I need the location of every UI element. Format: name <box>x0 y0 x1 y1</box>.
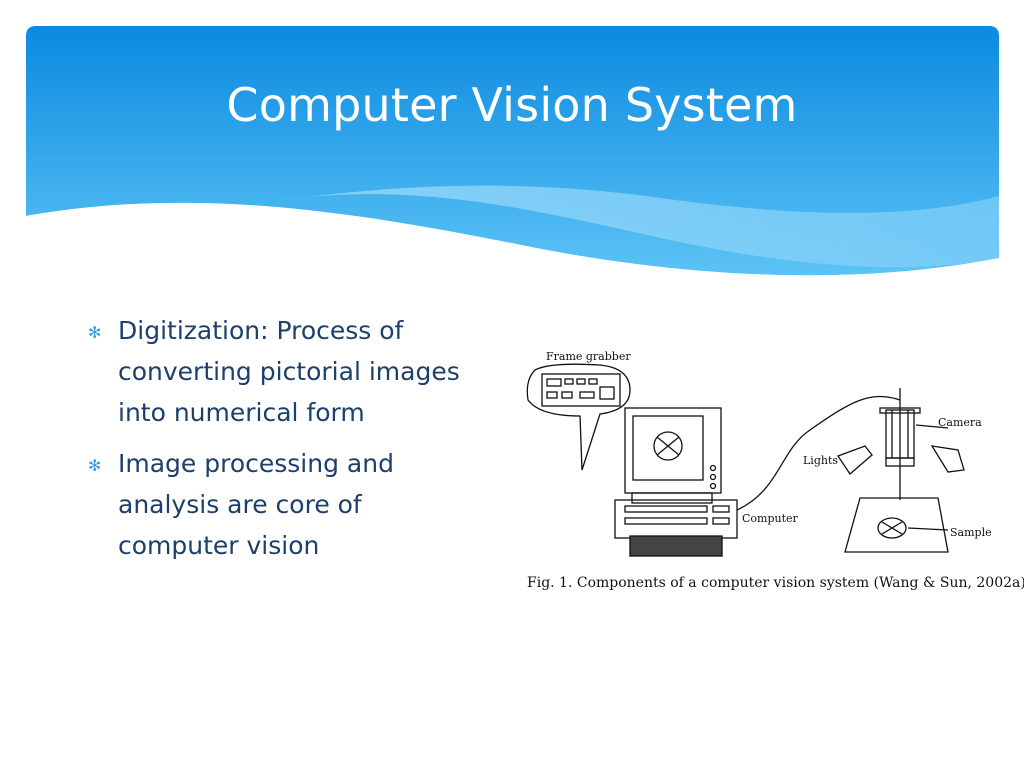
sample-platform <box>844 497 949 553</box>
bullet-item: ✻ Digitization: Process of converting pi… <box>88 310 478 433</box>
computer-vision-figure: Frame grabber Camera Lights Computer Sam… <box>520 340 1000 610</box>
header-banner: Computer Vision System <box>26 26 999 288</box>
label-lights: Lights <box>803 454 838 467</box>
bullet-item: ✻ Image processing and analysis are core… <box>88 443 478 566</box>
camera-cable <box>736 395 901 511</box>
label-computer: Computer <box>742 512 799 525</box>
bullet-list: ✻ Digitization: Process of converting pi… <box>88 310 478 576</box>
label-frame-grabber: Frame grabber <box>546 350 631 363</box>
right-light <box>930 445 965 473</box>
label-sample: Sample <box>950 526 992 539</box>
bullet-text: Image processing and analysis are core o… <box>118 449 394 560</box>
slide-title: Computer Vision System <box>226 78 798 132</box>
asterisk-bullet-icon: ✻ <box>88 323 102 342</box>
frame-grabber-board <box>541 373 621 407</box>
left-light <box>837 445 873 475</box>
figure-caption: Fig. 1. Components of a computer vision … <box>527 575 1024 591</box>
frame-grabber-bubble <box>526 363 631 471</box>
keyboard <box>629 535 723 557</box>
label-camera: Camera <box>938 416 982 429</box>
system-diagram: Frame grabber Camera Lights Computer Sam… <box>526 350 992 557</box>
bullet-text: Digitization: Process of converting pict… <box>118 316 460 427</box>
asterisk-bullet-icon: ✻ <box>88 456 102 475</box>
header-wave-graphic <box>26 26 999 288</box>
